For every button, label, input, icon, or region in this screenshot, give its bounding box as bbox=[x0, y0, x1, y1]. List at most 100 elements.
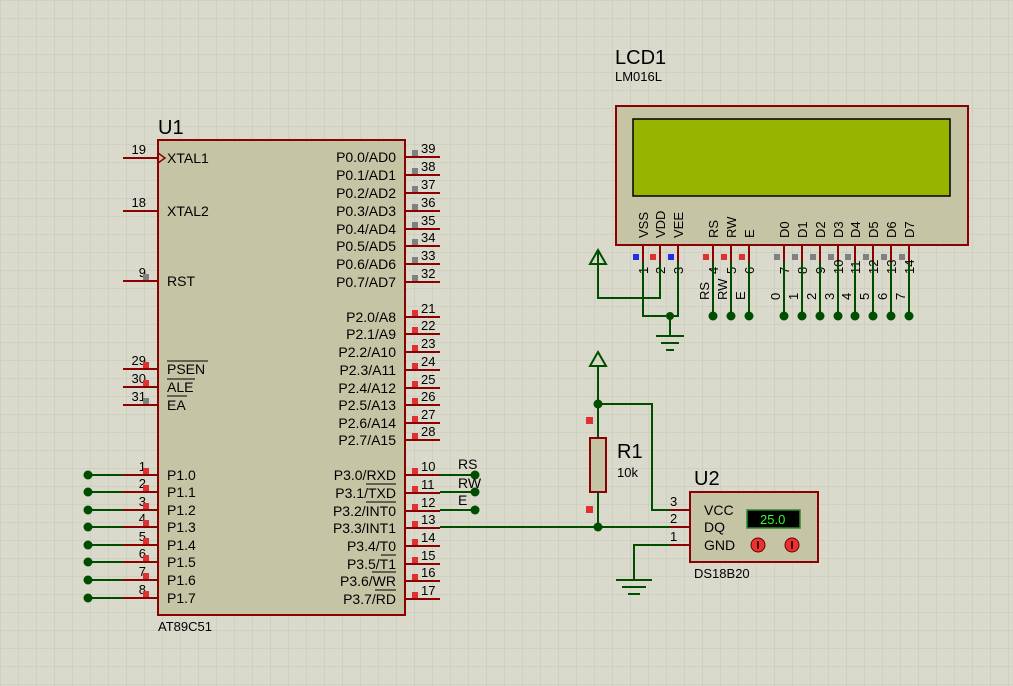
lcd-screen bbox=[632, 118, 951, 197]
vdd-wire bbox=[597, 258, 661, 299]
u2-pin-vcc: VCC bbox=[704, 502, 734, 518]
u1-pin-state bbox=[143, 485, 149, 491]
u1-pin-name: P0.6/AD6 bbox=[336, 256, 396, 272]
u1-pin-name: XTAL2 bbox=[167, 203, 209, 219]
rw-terminal[interactable] bbox=[470, 487, 480, 497]
e-terminal[interactable] bbox=[470, 505, 480, 515]
lcd-terminal[interactable] bbox=[797, 311, 807, 321]
lcd-pins: VSS1VDD2VEE3RS4RSRW5RWE6ED070D181D292D31… bbox=[633, 211, 917, 321]
lcd-part: LM016L bbox=[615, 69, 662, 84]
u1-pin-number: 27 bbox=[421, 407, 435, 422]
lcd-power-wiring bbox=[588, 247, 684, 351]
lcd-net-label: 0 bbox=[768, 293, 783, 300]
u1-pin-number: 2 bbox=[139, 476, 146, 491]
lcd-pin-state bbox=[633, 254, 639, 260]
lcd1-display[interactable]: LCD1 LM016L VSS1VDD2VEE3RS4RSRW5RWE6ED07… bbox=[615, 47, 969, 321]
increase-temperature-button[interactable] bbox=[784, 537, 800, 553]
p1-terminal[interactable] bbox=[83, 505, 93, 515]
lcd-terminal[interactable] bbox=[833, 311, 843, 321]
u1-pin-number: 26 bbox=[421, 389, 435, 404]
u1-pin-number: 28 bbox=[421, 424, 435, 439]
lcd-terminal[interactable] bbox=[726, 311, 736, 321]
u1-pin-name: P1.0 bbox=[167, 467, 196, 483]
u1-pin-name: P3.6/WR bbox=[340, 573, 396, 589]
u1-pin-number: 35 bbox=[421, 213, 435, 228]
decrease-temperature-button[interactable] bbox=[750, 537, 766, 553]
u1-pin-state bbox=[143, 380, 149, 386]
u1-pin-state bbox=[412, 539, 418, 545]
u1-pin-name: P1.4 bbox=[167, 537, 196, 553]
u1-pin-name: P2.4/A12 bbox=[338, 380, 396, 396]
lcd-terminal[interactable] bbox=[904, 311, 914, 321]
u1-pin-number: 15 bbox=[421, 548, 435, 563]
u1-pin-state bbox=[412, 204, 418, 210]
p1-terminal[interactable] bbox=[83, 470, 93, 480]
lcd-net-label: RS bbox=[697, 282, 712, 300]
lcd-pin-state bbox=[792, 254, 798, 260]
rs-terminal[interactable] bbox=[470, 470, 480, 480]
r1-body[interactable] bbox=[589, 437, 607, 493]
u1-pin-name: P0.7/AD7 bbox=[336, 274, 396, 290]
u1-pin-name: P2.1/A9 bbox=[346, 326, 396, 342]
u2-pin3-num: 3 bbox=[670, 494, 677, 509]
u1-microcontroller[interactable]: U1 AT89C51 19XTAL118XTAL29RST29PSEN30ALE… bbox=[123, 117, 440, 634]
lcd-pin-name: D6 bbox=[884, 221, 899, 238]
u1-pin-state bbox=[412, 310, 418, 316]
u1-pin-name: EA bbox=[167, 397, 186, 413]
u1-pin-state bbox=[143, 274, 149, 280]
r1-bottom-junction bbox=[593, 522, 603, 532]
p1-terminal[interactable] bbox=[83, 487, 93, 497]
u1-pin-number: 25 bbox=[421, 372, 435, 387]
lcd-pin-name: RW bbox=[724, 216, 739, 238]
u2-pin-dq: DQ bbox=[704, 519, 725, 535]
u1-pin-name: P3.5/T1 bbox=[347, 556, 396, 572]
u1-pin-state bbox=[143, 520, 149, 526]
lcd-pin-state bbox=[845, 254, 851, 260]
lcd-terminal[interactable] bbox=[744, 311, 754, 321]
lcd-pin-state bbox=[721, 254, 727, 260]
lcd-net-label: 4 bbox=[839, 293, 854, 300]
u2-temperature-sensor[interactable]: U2 DS18B20 3 2 1 VCC DQ GND 25.0 bbox=[670, 468, 819, 581]
u1-pin-name: P3.2/INT0 bbox=[333, 503, 396, 519]
u1-pin-number: 6 bbox=[139, 546, 146, 561]
u1-pin-number: 37 bbox=[421, 177, 435, 192]
r1-resistor[interactable]: R1 10k bbox=[586, 349, 643, 532]
lcd-terminal[interactable] bbox=[779, 311, 789, 321]
u1-pin-name: P2.2/A10 bbox=[338, 344, 396, 360]
u1-pin-name: P0.2/AD2 bbox=[336, 185, 396, 201]
u1-pin-number: 22 bbox=[421, 318, 435, 333]
lcd-terminal[interactable] bbox=[886, 311, 896, 321]
u2-pin-gnd: GND bbox=[704, 537, 735, 553]
u1-pin-number: 38 bbox=[421, 159, 435, 174]
u1-pin-number: 21 bbox=[421, 301, 435, 316]
lcd-terminal[interactable] bbox=[708, 311, 718, 321]
u1-pin-name: PSEN bbox=[167, 361, 205, 377]
u1-pin-name: P0.1/AD1 bbox=[336, 167, 396, 183]
u1-pin-state bbox=[412, 257, 418, 263]
p1-terminal[interactable] bbox=[83, 557, 93, 567]
u1-net-labels: RS RW E bbox=[440, 456, 482, 515]
u1-pin-state bbox=[412, 592, 418, 598]
u1-pin-number: 39 bbox=[421, 141, 435, 156]
u1-pin-number: 24 bbox=[421, 354, 435, 369]
p1-terminal[interactable] bbox=[83, 575, 93, 585]
r1-value: 10k bbox=[617, 465, 638, 480]
lcd-terminal[interactable] bbox=[850, 311, 860, 321]
u1-pin-state bbox=[143, 555, 149, 561]
u1-pin-name: P0.0/AD0 bbox=[336, 149, 396, 165]
lcd-pin-state bbox=[863, 254, 869, 260]
lcd-net-label: 7 bbox=[893, 293, 908, 300]
lcd-pin-name: D1 bbox=[795, 221, 810, 238]
lcd-pin-state bbox=[650, 254, 656, 260]
p1-terminal[interactable] bbox=[83, 522, 93, 532]
lcd-terminal[interactable] bbox=[868, 311, 878, 321]
p1-terminal[interactable] bbox=[83, 593, 93, 603]
u1-pin-number: 1 bbox=[139, 459, 146, 474]
lcd-pin-name: E bbox=[742, 229, 757, 238]
u1-pin-name: P3.7/RD bbox=[343, 591, 396, 607]
p1-terminal[interactable] bbox=[83, 540, 93, 550]
net-label-rs: RS bbox=[458, 456, 477, 472]
lcd-terminal[interactable] bbox=[815, 311, 825, 321]
u1-body[interactable] bbox=[157, 139, 406, 616]
